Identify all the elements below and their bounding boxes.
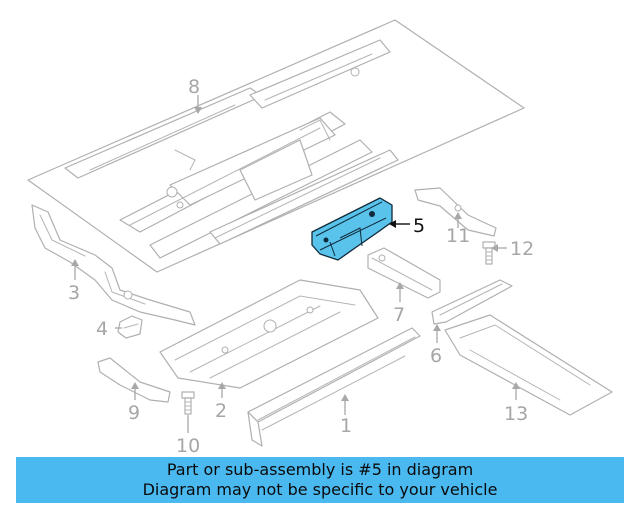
banner-line-2: Diagram may not be specific to your vehi…: [142, 480, 498, 499]
callout-6: 6: [430, 345, 442, 367]
callout-2: 2: [215, 400, 227, 422]
reinforcement-6: [431, 279, 513, 325]
callout-8: 8: [188, 76, 200, 98]
floor-assembly-8: [27, 19, 525, 273]
crossmember-7: [367, 247, 441, 299]
callout-4: 4: [96, 318, 108, 340]
callout-1: 1: [340, 415, 352, 437]
callout-3: 3: [68, 282, 80, 304]
bracket-11: [414, 187, 497, 237]
banner-line-1: Part or sub-assembly is #5 in diagram: [166, 460, 474, 479]
side-member-3: [31, 204, 196, 326]
sill-panel-1: [247, 327, 421, 447]
highlighted-part-5[interactable]: [311, 197, 393, 261]
callout-10: 10: [176, 435, 200, 457]
leader-lines: [71, 95, 520, 433]
callout-labels: 1 2 3 4 5 6 7 8 9 10 11 12 13: [68, 76, 534, 457]
info-banner: Part or sub-assembly is #5 in diagram Di…: [16, 457, 624, 503]
bracket-4: [117, 315, 143, 339]
callout-11: 11: [446, 225, 470, 247]
callout-12: 12: [510, 238, 534, 260]
bolt-10: [181, 391, 195, 415]
callout-7: 7: [393, 304, 405, 326]
callout-13: 13: [504, 403, 528, 425]
bolt-12: [482, 241, 496, 265]
callout-9: 9: [128, 402, 140, 424]
callout-5[interactable]: 5: [413, 215, 425, 237]
front-floor-pan-2: [159, 279, 379, 389]
rear-floor-pan-13: [444, 314, 613, 416]
bracket-9: [97, 357, 171, 403]
